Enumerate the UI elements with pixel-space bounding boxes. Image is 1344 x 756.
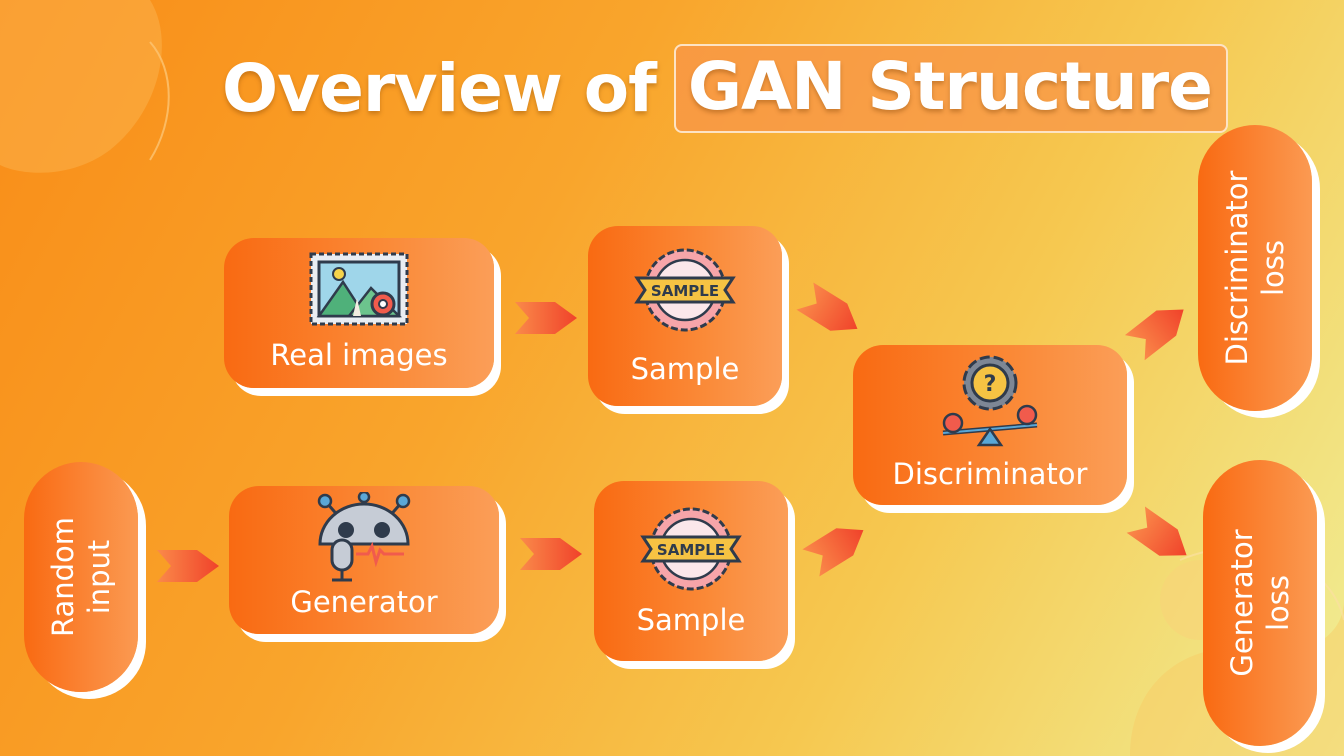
generator-node: Generator	[229, 486, 499, 634]
sample-stamp-icon: SAMPLE	[640, 507, 742, 591]
discriminator-label: Discriminator	[892, 457, 1088, 491]
sample-badge-text: SAMPLE	[657, 541, 725, 559]
generator-loss-label: Generator loss	[1225, 529, 1295, 677]
title-prefix: Overview of	[222, 49, 657, 127]
real-images-label: Real images	[270, 338, 448, 372]
arrow-sample-to-discriminator-bottom	[802, 528, 864, 577]
arrow-discriminator-to-generator-loss	[1126, 506, 1187, 556]
arrow-real-to-sample	[515, 302, 577, 334]
arrow-sample-to-discriminator-top	[796, 282, 858, 331]
sample-stamp-icon: SAMPLE	[634, 248, 736, 332]
sample-top-node: SAMPLE Sample	[588, 226, 782, 406]
random-input-label: Random input	[46, 516, 116, 638]
sample-top-label: Sample	[630, 352, 740, 386]
generator-label: Generator	[290, 585, 438, 619]
sample-badge-text: SAMPLE	[651, 282, 719, 300]
generator-loss-node: Generator loss	[1203, 460, 1317, 746]
framed-landscape-icon	[309, 252, 409, 326]
discriminator-loss-node: Discriminator loss	[1198, 125, 1312, 411]
page-title: Overview of GAN Structure	[222, 38, 1228, 138]
sample-bottom-node: SAMPLE Sample	[594, 481, 788, 661]
svg-text:?: ?	[984, 372, 997, 397]
title-highlight: GAN Structure	[673, 43, 1228, 133]
discriminator-node: ? Discriminator	[853, 345, 1127, 505]
arrow-discriminator-to-discriminator-loss	[1124, 309, 1184, 361]
arrow-random-to-generator	[157, 550, 219, 582]
robot-generator-icon	[317, 492, 411, 582]
real-images-node: Real images	[224, 238, 494, 388]
sample-bottom-label: Sample	[636, 603, 746, 637]
discriminator-loss-label: Discriminator loss	[1220, 170, 1290, 366]
arrow-generator-to-sample	[520, 538, 582, 570]
random-input-node: Random input	[24, 462, 138, 692]
gear-question-balance-icon: ?	[942, 355, 1038, 447]
